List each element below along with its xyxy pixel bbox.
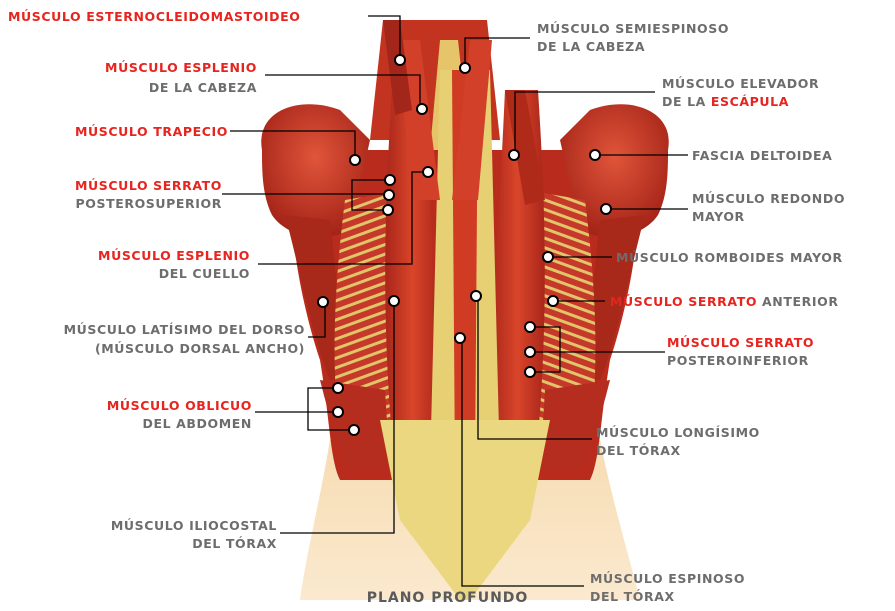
label-longisimo-sub: DEL TÓRAX: [596, 443, 760, 458]
leader-esternocleido: [368, 16, 400, 60]
label-serrato-posteroinferior-sub: POSTEROINFERIOR: [667, 353, 814, 368]
label-iliocostal: MÚSCULO ILIOCOSTAL DEL TÓRAX: [111, 518, 277, 551]
dot-serrato-inf-3: [525, 367, 535, 377]
label-serrato-anterior-b: ANTERIOR: [757, 294, 838, 309]
label-serrato-anterior-a: MÚSCULO SERRATO: [610, 294, 757, 309]
leader-esplenio-cuello: [258, 172, 428, 264]
leader-esplenio-cabeza: [265, 75, 420, 108]
label-serrato-posteroinferior-title: MÚSCULO SERRATO: [667, 335, 814, 350]
label-esplenio-cabeza-sub: DE LA CABEZA: [105, 80, 257, 95]
dot-trapecio: [350, 155, 360, 165]
label-iliocostal-sub: DEL TÓRAX: [111, 536, 277, 551]
label-latisimo-sub: (MÚSCULO DORSAL ANCHO): [64, 341, 305, 356]
label-redondo-sub: MAYOR: [692, 209, 845, 224]
label-serrato-posteroinferior: MÚSCULO SERRATO POSTEROINFERIOR: [667, 335, 814, 368]
label-esplenio-cabeza: MÚSCULO ESPLENIO DE LA CABEZA: [105, 60, 257, 95]
label-longisimo-title: MÚSCULO LONGÍSIMO: [596, 425, 760, 440]
label-serrato-anterior: MÚSCULO SERRATO ANTERIOR: [610, 294, 839, 309]
label-esplenio-cuello: MÚSCULO ESPLENIO DEL CUELLO: [98, 248, 250, 281]
dot-serrato-inf-1: [525, 322, 535, 332]
leader-elevador: [515, 92, 655, 155]
label-redondo: MÚSCULO REDONDO MAYOR: [692, 191, 845, 224]
dot-oblicuo-1: [333, 383, 343, 393]
label-serrato-posterosuperior-sub: POSTEROSUPERIOR: [75, 196, 222, 211]
leader-trapecio: [230, 131, 355, 160]
diagram-caption: PLANO PROFUNDO: [0, 590, 895, 606]
label-elevador-sub-a: DE LA: [662, 94, 711, 109]
label-semiespinoso-sub: DE LA CABEZA: [537, 39, 729, 54]
label-elevador-sub: DE LA ESCÁPULA: [662, 94, 819, 109]
dot-semiespinoso: [460, 63, 470, 73]
label-oblicuo: MÚSCULO OBLICUO DEL ABDOMEN: [107, 398, 252, 431]
dot-serrato-sup-1: [385, 175, 395, 185]
label-serrato-posterosuperior: MÚSCULO SERRATO POSTEROSUPERIOR: [75, 178, 222, 211]
dot-serrato-ant: [548, 296, 558, 306]
label-romboides: MÚSCULO ROMBOIDES MAYOR: [616, 250, 843, 265]
label-esplenio-cabeza-title: MÚSCULO ESPLENIO: [105, 60, 257, 75]
leader-longisimo: [478, 296, 592, 439]
dot-espinoso: [455, 333, 465, 343]
label-serrato-posterosuperior-title: MÚSCULO SERRATO: [75, 178, 222, 193]
label-oblicuo-title: MÚSCULO OBLICUO: [107, 398, 252, 413]
dot-romboides: [543, 252, 553, 262]
label-esplenio-cuello-title: MÚSCULO ESPLENIO: [98, 248, 250, 263]
label-latisimo-title: MÚSCULO LATÍSIMO DEL DORSO: [64, 322, 305, 337]
dot-oblicuo-3: [349, 425, 359, 435]
label-iliocostal-title: MÚSCULO ILIOCOSTAL: [111, 518, 277, 533]
label-fascia: FASCIA DELTOIDEA: [692, 148, 832, 163]
dot-serrato-inf-2: [525, 347, 535, 357]
label-semiespinoso-title: MÚSCULO SEMIESPINOSO: [537, 21, 729, 36]
label-esternocleidomastoideo: MÚSCULO ESTERNOCLEIDOMASTOIDEO: [8, 9, 301, 24]
dot-fascia: [590, 150, 600, 160]
label-elevador-sub-b: ESCÁPULA: [711, 94, 789, 109]
dot-longisimo: [471, 291, 481, 301]
dot-serrato-sup-2: [384, 190, 394, 200]
label-semiespinoso: MÚSCULO SEMIESPINOSO DE LA CABEZA: [537, 21, 729, 54]
dot-serrato-sup-3: [383, 205, 393, 215]
label-esplenio-cuello-sub: DEL CUELLO: [98, 266, 250, 281]
dot-esternocleido: [395, 55, 405, 65]
label-oblicuo-sub: DEL ABDOMEN: [107, 416, 252, 431]
callout-dots: [318, 55, 611, 435]
label-trapecio: MÚSCULO TRAPECIO: [75, 124, 228, 139]
leader-serrato-sup: [222, 180, 390, 210]
dot-iliocostal: [389, 296, 399, 306]
dot-oblicuo-2: [333, 407, 343, 417]
label-latisimo: MÚSCULO LATÍSIMO DEL DORSO (MÚSCULO DORS…: [64, 322, 305, 356]
leader-espinoso: [462, 338, 584, 586]
dot-latisimo: [318, 297, 328, 307]
label-elevador: MÚSCULO ELEVADOR DE LA ESCÁPULA: [662, 76, 819, 109]
label-espinoso-title: MÚSCULO ESPINOSO: [590, 571, 745, 586]
label-redondo-title: MÚSCULO REDONDO: [692, 191, 845, 206]
dot-esplenio-cuello: [423, 167, 433, 177]
dot-redondo: [601, 204, 611, 214]
leader-serrato-inf: [530, 327, 665, 372]
dot-elevador: [509, 150, 519, 160]
dot-esplenio-cabeza: [417, 104, 427, 114]
label-longisimo: MÚSCULO LONGÍSIMO DEL TÓRAX: [596, 425, 760, 458]
label-elevador-title: MÚSCULO ELEVADOR: [662, 76, 819, 91]
leader-semiespinoso: [465, 38, 530, 68]
